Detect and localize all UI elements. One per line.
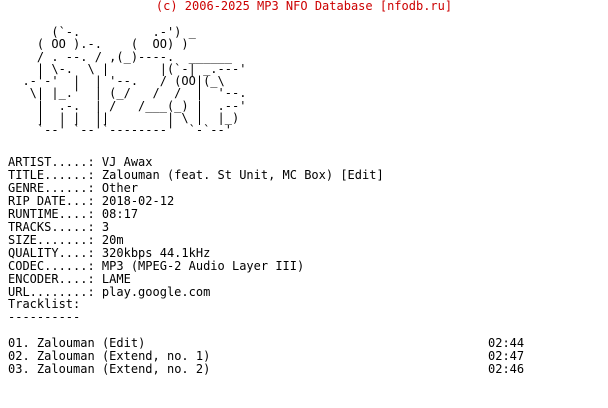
info-value: 3 — [101, 220, 110, 234]
track-number: 01. — [8, 336, 30, 350]
info-label: QUALITY....: — [8, 246, 102, 260]
art-line: (`-. .-') _ — [8, 25, 196, 39]
info-row-runtime: RUNTIME....: 08:17 — [8, 208, 384, 221]
info-row-quality: QUALITY....: 320kbps 44.1kHz — [8, 247, 384, 260]
info-label: TITLE......: — [8, 168, 102, 182]
track-row: 03. Zalouman (Extend, no. 2) 02:46 — [8, 363, 568, 376]
info-value: LAME — [101, 272, 131, 286]
track-title: Zalouman (Extend, no. 1) — [36, 349, 211, 363]
art-line: | | | || | \ | |_) — [8, 111, 240, 126]
track-time: 02:47 — [488, 349, 525, 363]
info-label: TRACKS.....: — [8, 220, 102, 234]
info-value: play.google.com — [101, 285, 211, 299]
art-line: | \-. \ | |(`-| _.---' — [8, 61, 247, 76]
info-row-artist: ARTIST.....: VJ Awax — [8, 156, 384, 169]
track-number: 03. — [8, 362, 30, 376]
info-row-url: URL........: play.google.com — [8, 286, 384, 299]
info-row-encoder: ENCODER....: LAME — [8, 273, 384, 286]
track-row: 01. Zalouman (Edit) 02:44 — [8, 337, 568, 350]
info-row-rip-date: RIP DATE...: 2018-02-12 — [8, 195, 384, 208]
release-info: ARTIST.....: VJ Awax TITLE......: Zaloum… — [8, 156, 384, 299]
info-label: RIP DATE...: — [8, 194, 102, 208]
info-label: CODEC......: — [8, 259, 102, 273]
tracklist-heading: Tracklist: — [8, 297, 81, 311]
info-label: ENCODER....: — [8, 272, 102, 286]
art-line: / . --. / ,(_)----. ______ — [8, 49, 232, 64]
track-time: 02:44 — [488, 336, 525, 350]
info-row-size: SIZE.......: 20m — [8, 234, 384, 247]
info-label: GENRE......: — [8, 181, 102, 195]
track-title: Zalouman (Edit) — [36, 336, 146, 350]
track-title: Zalouman (Extend, no. 2) — [36, 362, 211, 376]
track-number: 02. — [8, 349, 30, 363]
art-line: .-'-' | | '--. / (OO|(_\ — [8, 74, 225, 89]
info-value: Other — [101, 181, 139, 195]
info-value: 20m — [101, 233, 124, 247]
info-row-tracks: TRACKS.....: 3 — [8, 221, 384, 234]
tracklist: Tracklist: ---------- 01. Zalouman (Edit… — [8, 298, 568, 376]
info-value: 320kbps 44.1kHz — [101, 246, 211, 260]
art-line: | .-. | / /___(_) | .--' — [8, 98, 247, 113]
art-line: \| |_.' | (_/ / / | '--. — [8, 86, 247, 101]
info-value: VJ Awax — [101, 155, 153, 169]
site-header: (c) 2006-2025 MP3 NFO Database [nfodb.ru… — [155, 0, 453, 13]
info-row-genre: GENRE......: Other — [8, 182, 384, 195]
info-row-codec: CODEC......: MP3 (MPEG-2 Audio Layer III… — [8, 260, 384, 273]
tracklist-underline: ---------- — [8, 310, 81, 324]
info-value: 2018-02-12 — [101, 194, 175, 208]
info-value: Zalouman (feat. St Unit, MC Box) [Edit] — [101, 168, 384, 182]
art-line: ( OO ).-. ( OO) ) — [8, 37, 189, 52]
info-label: ARTIST.....: — [8, 155, 102, 169]
track-row: 02. Zalouman (Extend, no. 1) 02:47 — [8, 350, 568, 363]
info-value: MP3 (MPEG-2 Audio Layer III) — [101, 259, 305, 273]
track-time: 02:46 — [488, 362, 525, 376]
ascii-art-logo: (`-. .-') _ ( OO ).-. ( OO) ) / . --. / … — [8, 26, 246, 137]
info-label: SIZE.......: — [8, 233, 102, 247]
info-row-title: TITLE......: Zalouman (feat. St Unit, MC… — [8, 169, 384, 182]
info-label: RUNTIME....: — [8, 207, 102, 221]
art-line: `--' `--'`--------' `-`--' — [8, 123, 232, 138]
info-label: URL........: — [8, 285, 102, 299]
info-value: 08:17 — [101, 207, 139, 221]
